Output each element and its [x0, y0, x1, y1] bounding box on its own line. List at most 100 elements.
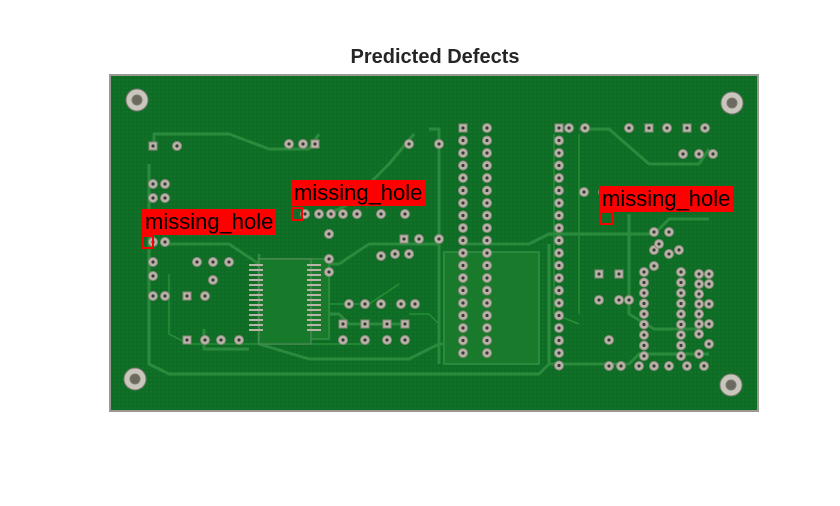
- pcb-drill-hole: [485, 176, 489, 180]
- pcb-drill-hole: [697, 312, 701, 316]
- pcb-drill-hole: [437, 142, 441, 146]
- pcb-drill-hole: [582, 190, 586, 194]
- defect-box: [142, 235, 154, 249]
- pcb-drill-hole: [461, 126, 465, 130]
- pcb-drill-hole: [485, 213, 489, 218]
- pcb-drill-hole: [485, 251, 489, 255]
- pcb-drill-hole: [557, 226, 561, 230]
- pcb-drill-hole: [355, 212, 359, 216]
- pcb-drill-hole: [485, 126, 489, 130]
- pcb-drill-hole: [642, 312, 646, 316]
- pcb-drill-hole: [461, 163, 465, 168]
- pcb-drill-hole: [707, 302, 711, 306]
- pcb-drill-hole: [642, 270, 646, 274]
- pcb-drill-hole: [163, 182, 167, 186]
- pcb-drill-hole: [707, 322, 711, 326]
- pcb-drill-hole: [461, 138, 465, 143]
- pcb-drill-hole: [679, 322, 683, 327]
- pcb-drill-hole: [557, 351, 561, 355]
- pcb-drill-hole: [597, 272, 601, 276]
- pcb-drill-hole: [667, 230, 671, 234]
- pcb-drill-hole: [461, 151, 465, 155]
- pcb-drill-hole: [557, 151, 561, 155]
- pcb-drill-hole: [679, 343, 683, 348]
- pcb-drill-hole: [679, 333, 683, 337]
- pcb-drill-hole: [607, 364, 611, 368]
- ic-footprint: [249, 258, 321, 345]
- pcb-drill-hole: [485, 226, 489, 230]
- pcb-drill-hole: [627, 126, 631, 130]
- pcb-drill-hole: [697, 352, 701, 356]
- pcb-drill-hole: [707, 342, 711, 346]
- pcb-drill-hole: [227, 260, 231, 264]
- pcb-drill-hole: [485, 338, 489, 343]
- defect-label: missing_hole: [291, 180, 426, 206]
- pcb-drill-hole: [403, 338, 407, 342]
- pcb-drill-hole: [151, 182, 155, 186]
- pcb-drill-hole: [642, 343, 646, 348]
- pcb-drill-hole: [679, 354, 683, 358]
- pcb-drill-hole: [557, 188, 561, 193]
- pcb-drill-hole: [485, 238, 489, 243]
- pcb-drill-hole: [679, 301, 683, 306]
- pcb-drill-hole: [703, 126, 707, 130]
- pcb-drill-hole: [485, 301, 489, 305]
- mounting-holes: [123, 88, 744, 397]
- pcb-drill-hole: [327, 257, 331, 261]
- pcb-drill-hole: [557, 301, 561, 305]
- pcb-drill-hole: [642, 333, 646, 337]
- pcb-drill-hole: [403, 212, 407, 216]
- pcb-drill-hole: [341, 338, 345, 342]
- pcb-drill-hole: [642, 322, 646, 327]
- pcb-drill-hole: [393, 252, 397, 256]
- pcb-drill-hole: [461, 238, 465, 243]
- pcb-drill-hole: [437, 237, 441, 241]
- pcb-drill-hole: [151, 196, 155, 200]
- pcb-drill-hole: [385, 322, 389, 326]
- pcb-drill-hole: [363, 302, 367, 306]
- pcb-drill-hole: [485, 313, 489, 318]
- pcb-drill-hole: [379, 302, 383, 306]
- pcb-drill-hole: [151, 294, 155, 298]
- pcb-drill-hole: [363, 322, 367, 326]
- pcb-drill-hole: [363, 338, 367, 342]
- pcb-drill-hole: [642, 301, 646, 306]
- pcb-pads: [148, 123, 718, 371]
- pcb-drill-hole: [677, 248, 681, 252]
- pcb-drill-hole: [642, 280, 646, 285]
- pcb-drill-hole: [685, 364, 689, 368]
- pcb-drill-hole: [557, 163, 561, 168]
- pcb-drill-hole: [461, 201, 465, 205]
- pcb-drill-hole: [557, 288, 561, 293]
- pcb-drill-hole: [485, 138, 489, 143]
- pcb-drill-hole: [219, 338, 223, 342]
- pcb-drill-hole: [642, 291, 646, 295]
- pcb-drill-hole: [679, 291, 683, 295]
- pcb-drill-hole: [697, 302, 701, 306]
- pcb-drill-hole: [557, 138, 561, 143]
- pcb-drill-hole: [652, 248, 656, 252]
- pcb-drill-hole: [341, 322, 345, 326]
- pcb-drill-hole: [685, 126, 689, 130]
- pcb-drill-hole: [652, 364, 656, 368]
- pcb-drill-hole: [211, 278, 215, 282]
- pcb-drill-hole: [327, 232, 331, 236]
- pcb-drill-hole: [485, 263, 489, 268]
- pcb-drill-hole: [485, 288, 489, 293]
- pcb-drill-hole: [665, 126, 669, 130]
- pcb-drill-hole: [652, 264, 656, 268]
- pcb-drill-hole: [557, 238, 561, 243]
- figure-title: Predicted Defects: [350, 46, 520, 68]
- pcb-drill-hole: [557, 326, 561, 330]
- pcb-drill-hole: [647, 126, 651, 130]
- pcb-drill-hole: [317, 212, 321, 216]
- pcb-drill-hole: [557, 276, 561, 280]
- pcb-drill-hole: [697, 292, 701, 296]
- pcb-drill-hole: [461, 226, 465, 230]
- pcb-drill-hole: [679, 270, 683, 274]
- pcb-drill-hole: [203, 294, 207, 298]
- pcb-drill-hole: [151, 144, 155, 148]
- pcb-drill-hole: [485, 351, 489, 355]
- pcb-drill-hole: [211, 260, 215, 264]
- pcb-drill-hole: [697, 332, 701, 336]
